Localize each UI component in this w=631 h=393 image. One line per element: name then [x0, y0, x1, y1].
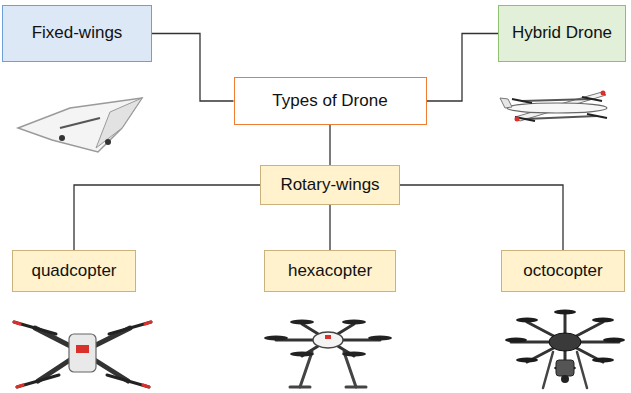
propeller — [107, 375, 149, 387]
connector-line — [400, 185, 563, 250]
rotor-boom — [522, 99, 592, 101]
skid — [346, 386, 366, 389]
landing-leg — [543, 352, 553, 388]
category-box: Hybrid Drone — [498, 5, 626, 62]
wing-shade — [96, 98, 142, 148]
propeller — [505, 338, 527, 343]
wing-tip — [515, 117, 520, 122]
node-label: quadcopter — [31, 261, 116, 281]
body — [69, 334, 96, 372]
octocopter-drone — [505, 310, 625, 389]
fixed-wing-drone — [18, 98, 142, 152]
wing-mark — [59, 135, 65, 141]
propeller — [516, 318, 538, 323]
rotor — [582, 97, 602, 101]
node-label: hexacopter — [288, 261, 372, 281]
wing-body — [18, 98, 142, 152]
type-box: octocopter — [501, 250, 625, 292]
propeller — [342, 320, 366, 325]
node-label: Rotary-wings — [280, 175, 379, 195]
type-box: quadcopter — [12, 250, 136, 292]
root-box: Types of Drone — [234, 77, 427, 125]
propeller — [603, 338, 625, 343]
connector-line — [329, 125, 330, 165]
propeller — [592, 358, 614, 363]
propeller — [290, 352, 314, 357]
body-mark — [325, 335, 331, 339]
rotor — [512, 99, 532, 103]
camera-lens — [561, 375, 569, 383]
type-box: hexacopter — [264, 250, 396, 292]
connector-line — [74, 185, 260, 250]
hybrid-drone — [500, 91, 607, 122]
category-box: Fixed-wings — [2, 5, 152, 62]
prop-tip — [14, 322, 20, 324]
rotor-boom — [525, 116, 597, 119]
landing-leg — [577, 352, 587, 388]
propeller — [109, 322, 151, 334]
prop-tip — [17, 385, 23, 387]
propeller — [554, 310, 576, 315]
category-box: Rotary-wings — [260, 165, 400, 205]
rotor — [587, 114, 607, 118]
wing-mark — [105, 139, 111, 145]
body — [313, 332, 343, 348]
propeller — [342, 352, 366, 357]
propeller — [14, 322, 56, 334]
node-label: octocopter — [523, 261, 602, 281]
rotor — [515, 117, 535, 121]
body — [549, 333, 581, 351]
propeller — [17, 375, 59, 387]
connector-line — [329, 205, 330, 250]
fuselage — [507, 103, 607, 113]
tail-fin — [500, 98, 512, 108]
propeller — [264, 336, 288, 341]
body-mark — [76, 345, 89, 353]
wing-stripe — [60, 118, 100, 128]
node-label: Types of Drone — [272, 91, 387, 111]
propeller — [516, 358, 538, 363]
connector-line — [427, 34, 499, 102]
quadcopter-drone — [14, 322, 151, 387]
propeller — [290, 320, 314, 325]
propeller — [592, 318, 614, 323]
camera-gimbal — [556, 360, 574, 376]
propeller — [368, 336, 392, 341]
node-label: Fixed-wings — [32, 23, 123, 43]
skid — [290, 386, 310, 389]
connector-line — [152, 34, 234, 102]
node-label: Hybrid Drone — [512, 23, 612, 43]
wing-tip — [601, 91, 606, 96]
hexacopter-drone — [264, 320, 392, 388]
prop-tip — [145, 322, 151, 324]
prop-tip — [143, 385, 149, 387]
